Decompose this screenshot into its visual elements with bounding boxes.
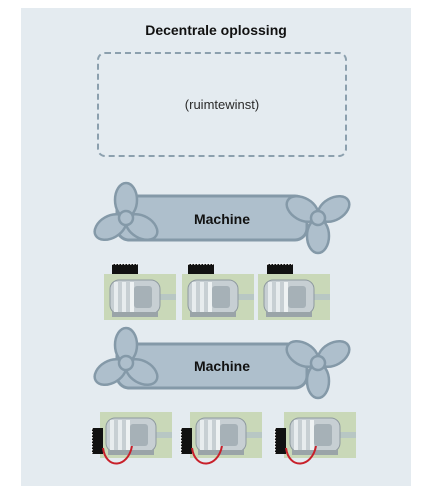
motor-group-1	[103, 263, 331, 321]
drive-unit	[188, 264, 214, 274]
drive-unit	[267, 264, 293, 274]
motor-group-2	[91, 411, 357, 465]
drive-unit	[181, 428, 192, 454]
motor	[283, 411, 357, 459]
motor-cable	[191, 445, 223, 465]
machine-2: Machine	[88, 313, 368, 409]
motor	[99, 411, 173, 459]
machine-label: Machine	[194, 358, 250, 374]
diagram-title: Decentrale oplossing	[145, 22, 287, 38]
machine-1: Machine	[88, 168, 368, 264]
drive-unit	[92, 428, 103, 454]
diagram-panel: Decentrale oplossing (ruimtewinst)	[21, 8, 411, 486]
space-gain-box: (ruimtewinst)	[97, 52, 347, 157]
drive-unit	[275, 428, 286, 454]
motor	[189, 411, 263, 459]
motor-cable	[285, 445, 317, 465]
drive-unit	[112, 264, 138, 274]
motor-cable	[102, 445, 133, 465]
machine-label: Machine	[194, 211, 250, 227]
motor	[181, 273, 255, 321]
motor	[257, 273, 331, 321]
space-gain-label: (ruimtewinst)	[184, 97, 260, 112]
motor	[103, 273, 177, 321]
